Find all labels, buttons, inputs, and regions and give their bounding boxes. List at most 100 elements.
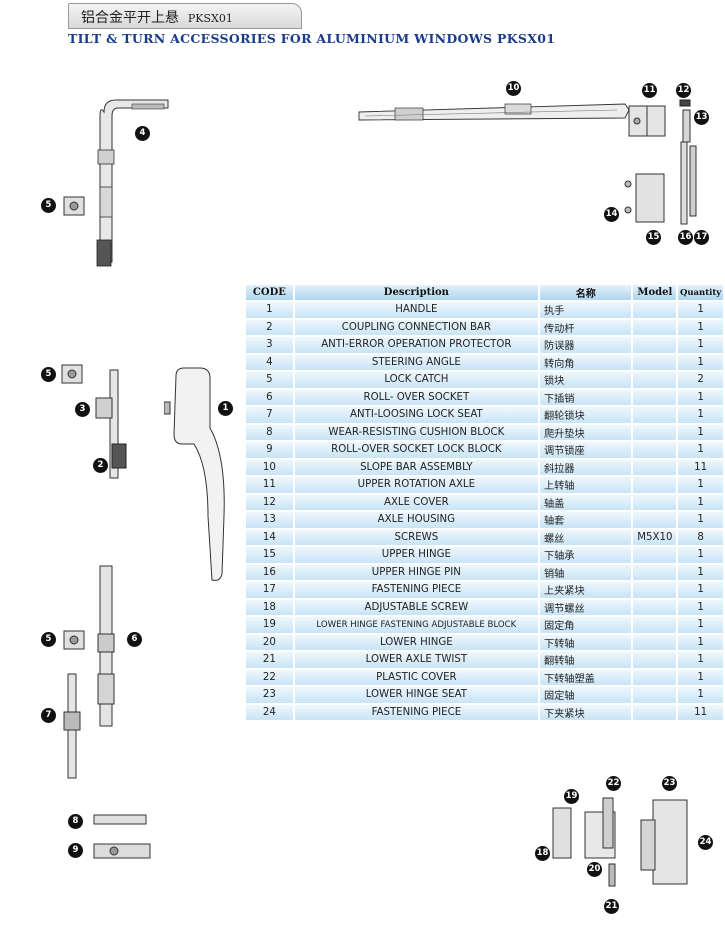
cell-code: 7 <box>246 407 293 423</box>
cell-code: 10 <box>246 459 293 475</box>
callout-21: 21 <box>604 899 619 914</box>
anti-loosing-lock-seat-illustration <box>63 673 81 779</box>
cell-code: 24 <box>246 704 293 720</box>
cell-chinese-name: 翻轮锁块 <box>539 407 632 423</box>
cell-model <box>633 337 677 353</box>
cell-description: WEAR-RESISTING CUSHION BLOCK <box>294 424 538 440</box>
cell-model: M5X10 <box>633 529 677 545</box>
cell-model <box>633 459 677 475</box>
cell-quantity: 1 <box>678 389 723 405</box>
callout-8: 8 <box>68 814 83 829</box>
cell-quantity: 1 <box>678 564 723 580</box>
cell-description: LOWER HINGE FASTENING ADJUSTABLE BLOCK <box>294 617 538 633</box>
axle-housing-illustration <box>682 109 691 143</box>
cell-description: UPPER ROTATION AXLE <box>294 477 538 493</box>
cell-chinese-name: 防误器 <box>539 337 632 353</box>
callout-22: 22 <box>606 776 621 791</box>
cell-quantity: 11 <box>678 459 723 475</box>
cell-quantity: 1 <box>678 512 723 528</box>
cell-model <box>633 652 677 668</box>
cell-chinese-name: 固定轴 <box>539 687 632 703</box>
cell-quantity: 1 <box>678 477 723 493</box>
cell-quantity: 1 <box>678 617 723 633</box>
callout-1: 1 <box>218 401 233 416</box>
cell-code: 15 <box>246 547 293 563</box>
cell-chinese-name: 下轴承 <box>539 547 632 563</box>
cell-description: SCREWS <box>294 529 538 545</box>
cell-code: 17 <box>246 582 293 598</box>
upper-hinge-illustration <box>624 173 665 223</box>
cell-code: 1 <box>246 302 293 318</box>
cell-model <box>633 547 677 563</box>
hinge-pin-illustration <box>680 141 697 225</box>
cell-chinese-name: 轴套 <box>539 512 632 528</box>
tab-title: 铝合金平开上悬 PKSX01 <box>81 10 233 26</box>
cell-description: ROLL-OVER SOCKET LOCK BLOCK <box>294 442 538 458</box>
cell-code: 22 <box>246 669 293 685</box>
callout-17: 17 <box>694 230 709 245</box>
cell-code: 4 <box>246 354 293 370</box>
callout-14: 14 <box>604 207 619 222</box>
cell-model <box>633 704 677 720</box>
callout-16: 16 <box>678 230 693 245</box>
cell-chinese-name: 调节螺丝 <box>539 599 632 615</box>
cell-model <box>633 617 677 633</box>
cell-description: STEERING ANGLE <box>294 354 538 370</box>
cell-description: PLASTIC COVER <box>294 669 538 685</box>
callout-23: 23 <box>662 776 677 791</box>
callout-3: 3 <box>75 402 90 417</box>
cell-quantity: 8 <box>678 529 723 545</box>
cell-description: SLOPE BAR ASSEMBLY <box>294 459 538 475</box>
tab-code: PKSX01 <box>187 12 233 25</box>
cell-code: 16 <box>246 564 293 580</box>
cell-chinese-name: 转向角 <box>539 354 632 370</box>
cell-chinese-name: 轴盖 <box>539 494 632 510</box>
cell-code: 23 <box>246 687 293 703</box>
callout-7: 7 <box>41 708 56 723</box>
cell-description: LOCK CATCH <box>294 372 538 388</box>
cell-quantity: 1 <box>678 442 723 458</box>
cell-quantity: 11 <box>678 704 723 720</box>
callout-13: 13 <box>694 110 709 125</box>
cell-code: 19 <box>246 617 293 633</box>
cell-model <box>633 354 677 370</box>
page-title: TILT & TURN ACCESSORIES FOR ALUMINIUM WI… <box>68 31 556 46</box>
cell-description: ADJUSTABLE SCREW <box>294 599 538 615</box>
cell-code: 3 <box>246 337 293 353</box>
cell-model <box>633 477 677 493</box>
handle-illustration <box>164 367 225 581</box>
header-chinese-name: 名称 <box>539 285 632 300</box>
cell-quantity: 1 <box>678 547 723 563</box>
cell-model <box>633 389 677 405</box>
cell-quantity: 1 <box>678 337 723 353</box>
cell-code: 14 <box>246 529 293 545</box>
cell-chinese-name: 固定角 <box>539 617 632 633</box>
cell-model <box>633 424 677 440</box>
cell-description: ANTI-LOOSING LOCK SEAT <box>294 407 538 423</box>
cell-code: 6 <box>246 389 293 405</box>
table-header-row: CODE Description 名称 Model Quantity <box>246 285 723 300</box>
callout-6: 6 <box>127 632 142 647</box>
title-tab: 铝合金平开上悬 PKSX01 <box>68 3 302 29</box>
cell-quantity: 1 <box>678 582 723 598</box>
cell-code: 21 <box>246 652 293 668</box>
cell-code: 5 <box>246 372 293 388</box>
cell-code: 2 <box>246 319 293 335</box>
cell-model <box>633 582 677 598</box>
cell-description: FASTENING PIECE <box>294 582 538 598</box>
cell-chinese-name: 下夹紧块 <box>539 704 632 720</box>
cell-code: 9 <box>246 442 293 458</box>
roll-over-socket-illustration <box>97 565 115 727</box>
